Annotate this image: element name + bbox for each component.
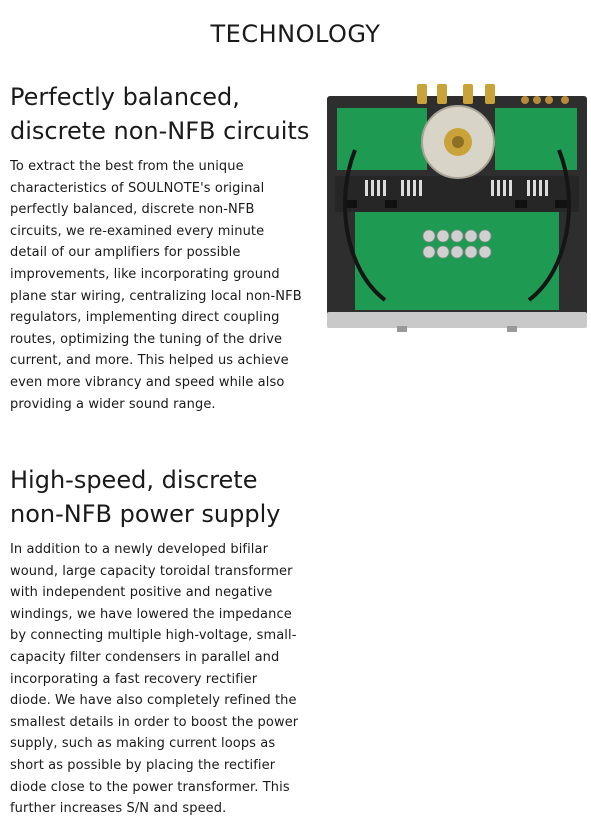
pcb-main <box>355 210 559 310</box>
section-heading-circuits: Perfectly balanced, discrete non-NFB cir… <box>10 80 309 148</box>
heatsink-area <box>335 176 579 212</box>
amplifier-interior-photo <box>327 84 587 332</box>
section-body-circuits: To extract the best from the unique char… <box>10 159 302 412</box>
section-heading-line: High-speed, discrete <box>10 466 258 494</box>
section-heading-line: Perfectly balanced, <box>10 83 240 111</box>
wiring-right <box>527 149 571 302</box>
page-title: TECHNOLOGY <box>210 20 381 48</box>
front-panel <box>327 312 587 328</box>
section-body-power-supply: In addition to a newly developed bifilar… <box>10 542 299 817</box>
filter-capacitors <box>422 229 492 259</box>
rear-terminals <box>417 84 569 104</box>
power-transistors <box>345 200 567 208</box>
section-heading-line: non-NFB power supply <box>10 500 281 528</box>
section-heading-line: discrete non-NFB circuits <box>10 117 310 145</box>
heatsink-fins <box>365 180 548 196</box>
section-heading-power-supply: High-speed, discrete non-NFB power suppl… <box>10 463 280 531</box>
wiring-left <box>343 149 387 302</box>
